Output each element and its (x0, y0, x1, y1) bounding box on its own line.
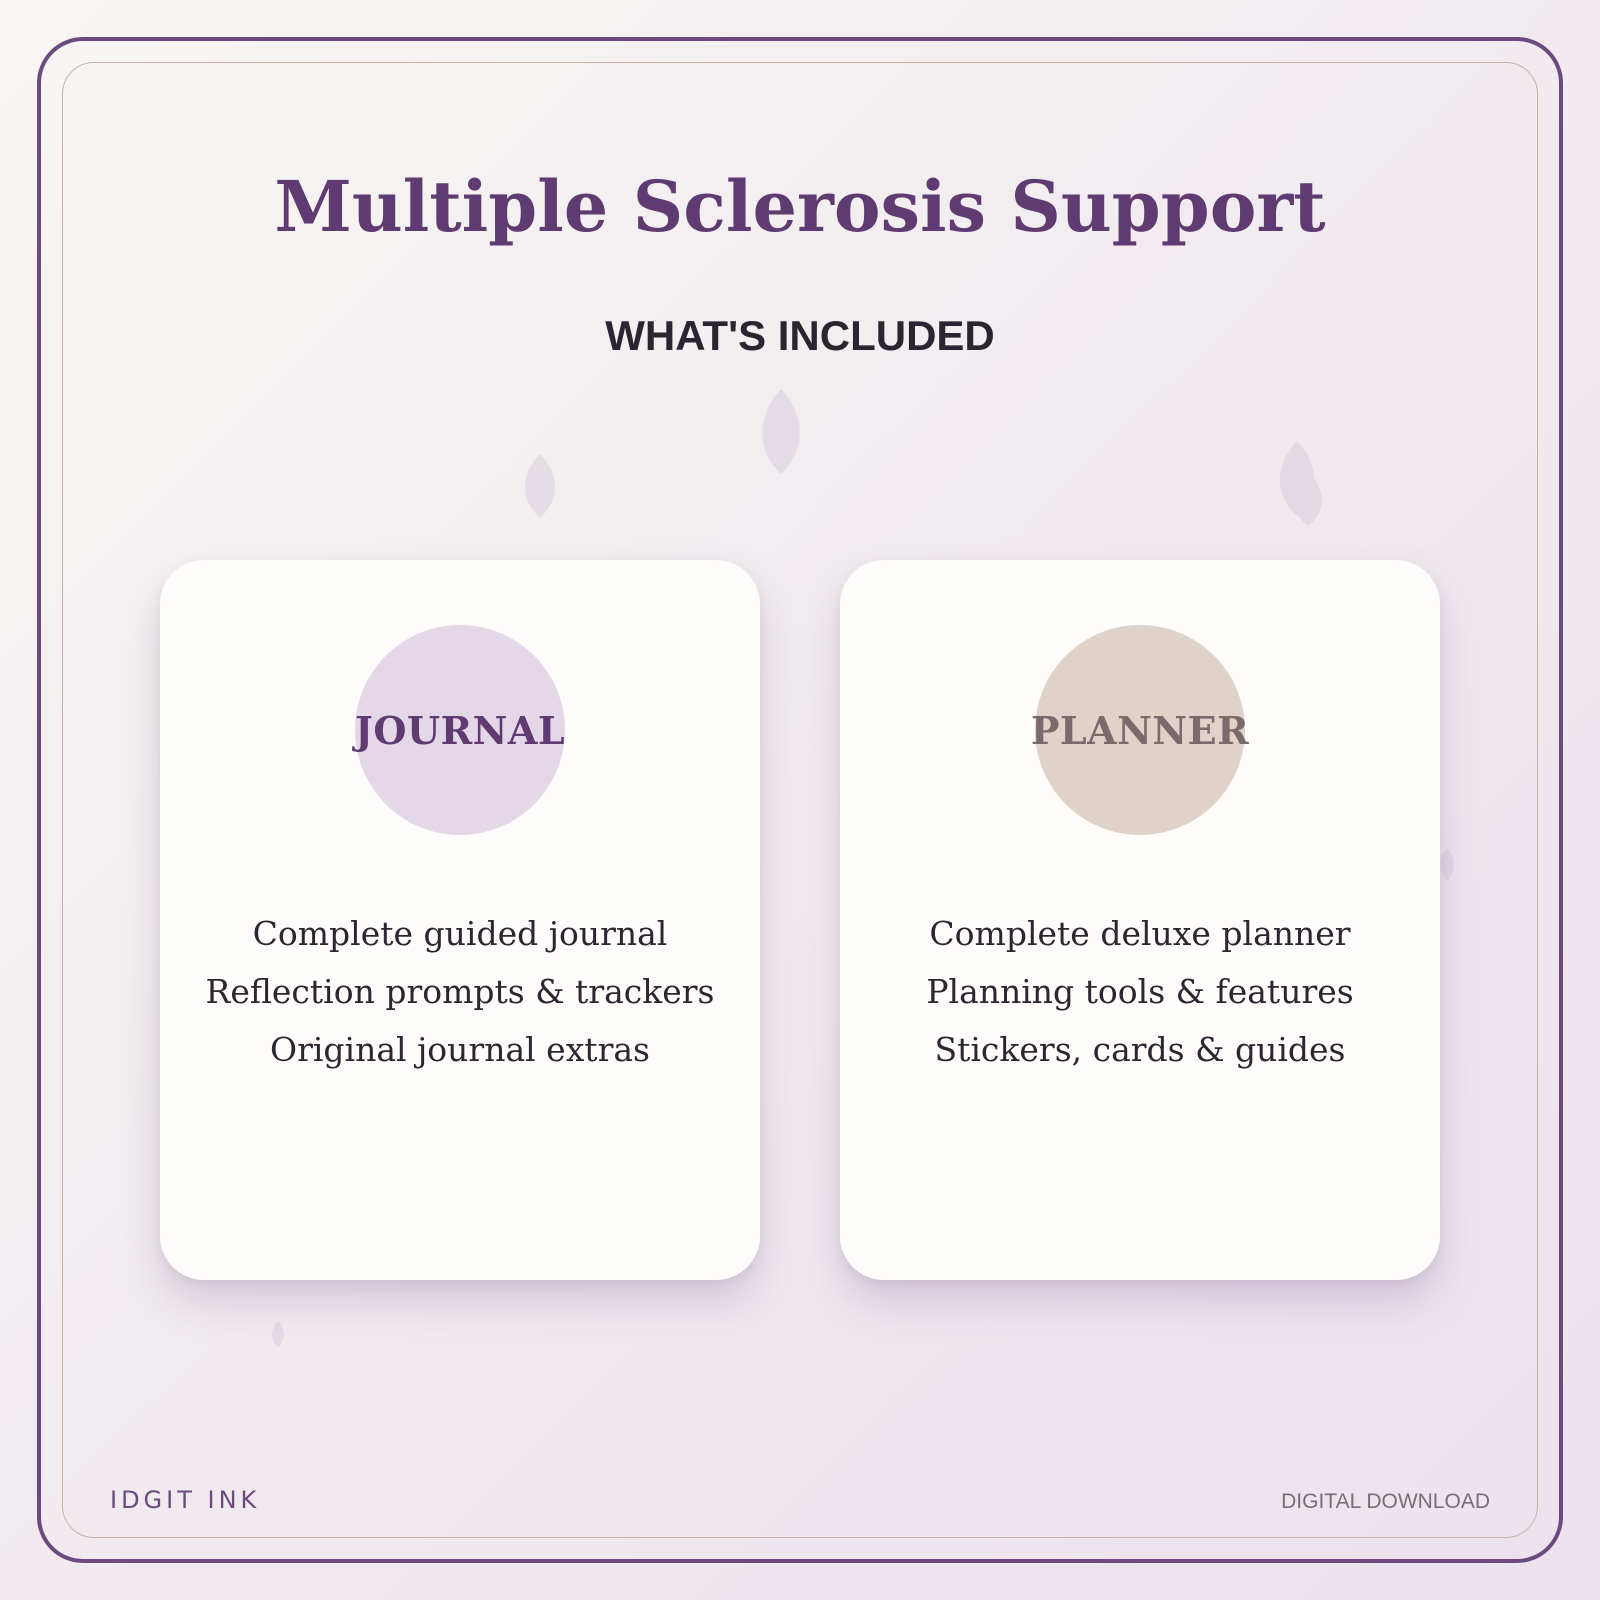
page-title: Multiple Sclerosis Support (274, 165, 1326, 248)
petal-icon (272, 1321, 284, 1347)
petal-icon (762, 389, 800, 474)
journal-badge: JOURNAL (355, 625, 565, 835)
list-item: Complete deluxe planner (929, 914, 1351, 953)
planner-badge-label: PLANNER (1030, 707, 1250, 753)
journal-feature-list: Complete guided journal Reflection promp… (160, 905, 760, 1079)
inner-frame (62, 62, 1538, 1538)
list-item: Complete guided journal (252, 914, 668, 953)
list-item: Reflection prompts & trackers (205, 972, 715, 1011)
list-item: Planning tools & features (926, 972, 1354, 1011)
planner-feature-list: Complete deluxe planner Planning tools &… (840, 905, 1440, 1079)
petal-icon (1440, 848, 1454, 881)
journal-badge-label: JOURNAL (354, 707, 566, 753)
planner-badge: PLANNER (1031, 625, 1249, 835)
journal-card: JOURNAL Complete guided journal Reflecti… (160, 560, 760, 1280)
list-item: Stickers, cards & guides (934, 1030, 1346, 1069)
section-subtitle: WHAT'S INCLUDED (605, 312, 995, 359)
digital-download-tag: DIGITAL DOWNLOAD (1281, 1490, 1490, 1513)
brand-name: IDGIT INK (110, 1486, 261, 1514)
petal-icon (1294, 470, 1322, 526)
outer-frame (37, 37, 1563, 1563)
petal-icon (525, 454, 555, 518)
planner-card: PLANNER Complete deluxe planner Planning… (840, 560, 1440, 1280)
list-item: Original journal extras (270, 1030, 650, 1069)
